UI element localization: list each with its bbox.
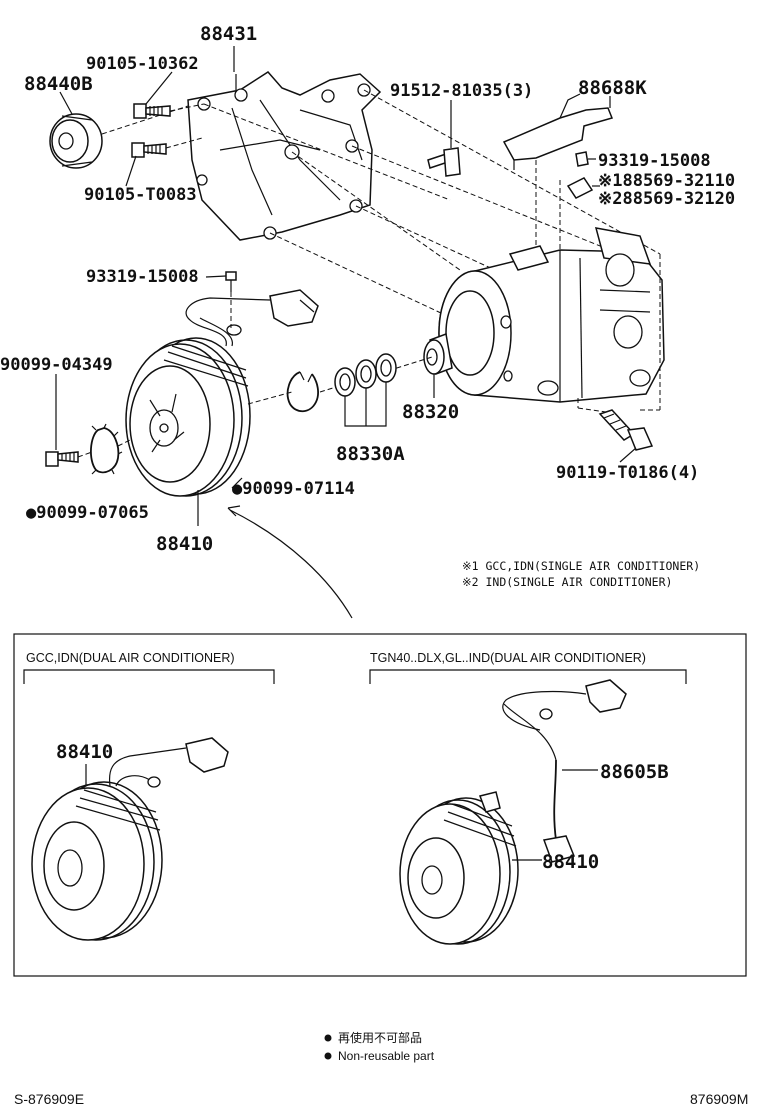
label-88410: 88410 (156, 533, 213, 555)
legend-dot-1 (324, 1034, 332, 1042)
inset-left-label-88410: 88410 (56, 741, 113, 763)
inset-left-bracket (23, 669, 275, 684)
label-93319-15008-top: 93319-15008 (598, 151, 711, 171)
label-88330A: 88330A (336, 443, 405, 465)
label-90105-T0083: 90105-T0083 (84, 185, 197, 205)
clutch-shims (334, 353, 397, 397)
legend-line-2: Non-reusable part (338, 1049, 435, 1063)
inset-left-clutch (31, 737, 229, 941)
clutch-wire-harness (185, 289, 319, 347)
idler-pulley (49, 113, 103, 169)
bolt-91512-81035 (427, 100, 461, 177)
lock-washer (90, 423, 123, 475)
connector-88569 (566, 177, 600, 199)
legend-line-1: 再使用不可部品 (338, 1030, 422, 1045)
label-90119-T0186: 90119-T0186(4) (556, 463, 699, 483)
compressor-sub-bracket (502, 93, 614, 170)
label-90099-07065: ●90099-07065 (26, 503, 149, 523)
inset-right-label-88410: 88410 (542, 851, 599, 873)
footer-right-code: 876909M (690, 1091, 748, 1107)
inset-frame (13, 633, 747, 977)
label-90099-04349: 90099-04349 (0, 355, 113, 375)
bolt-90099-04349 (45, 451, 79, 467)
inset-right-title: TGN40..DLX,GL..IND(DUAL AIR CONDITIONER) (370, 651, 646, 665)
snap-ring (286, 371, 319, 413)
label-90099-07114: ●90099-07114 (232, 479, 355, 499)
legend-dot-2 (324, 1052, 332, 1060)
inset-right-clutch (399, 791, 519, 945)
screw-93319-top (575, 151, 596, 167)
bolt-90105-T0083 (131, 142, 167, 158)
label-88320: 88320 (402, 401, 459, 423)
inset-left-title: GCC,IDN(DUAL AIR CONDITIONER) (26, 651, 235, 665)
magnetic-clutch (125, 337, 251, 497)
bolt-90105-10362 (133, 103, 171, 119)
inset-right-label-88605B: 88605B (600, 761, 669, 783)
inset-arrow (227, 505, 353, 619)
note-1: ※1 GCC,IDN(SINGLE AIR CONDITIONER) (462, 559, 700, 573)
label-91512-81035: 91512-81035(3) (390, 81, 533, 101)
inset-right-harness (502, 679, 627, 863)
label-188569-32110: ※188569-32110 (598, 171, 735, 191)
label-288569-32120: ※288569-32120 (598, 189, 735, 209)
label-88431: 88431 (200, 23, 257, 45)
footer-left-code: S-876909E (14, 1091, 84, 1107)
label-88688K: 88688K (578, 77, 647, 99)
compressor-shaft (423, 332, 453, 376)
label-88440B: 88440B (24, 73, 93, 95)
screw-93319-mid (225, 271, 237, 292)
compressor-bracket (187, 71, 382, 241)
label-93319-15008-mid: 93319-15008 (86, 267, 199, 287)
inset-right-bracket (369, 669, 687, 684)
label-90105-10362: 90105-10362 (86, 54, 199, 74)
note-2: ※2 IND(SINGLE AIR CONDITIONER) (462, 575, 672, 589)
bolt-90119-T0186 (598, 409, 654, 451)
compressor-body (438, 227, 665, 403)
